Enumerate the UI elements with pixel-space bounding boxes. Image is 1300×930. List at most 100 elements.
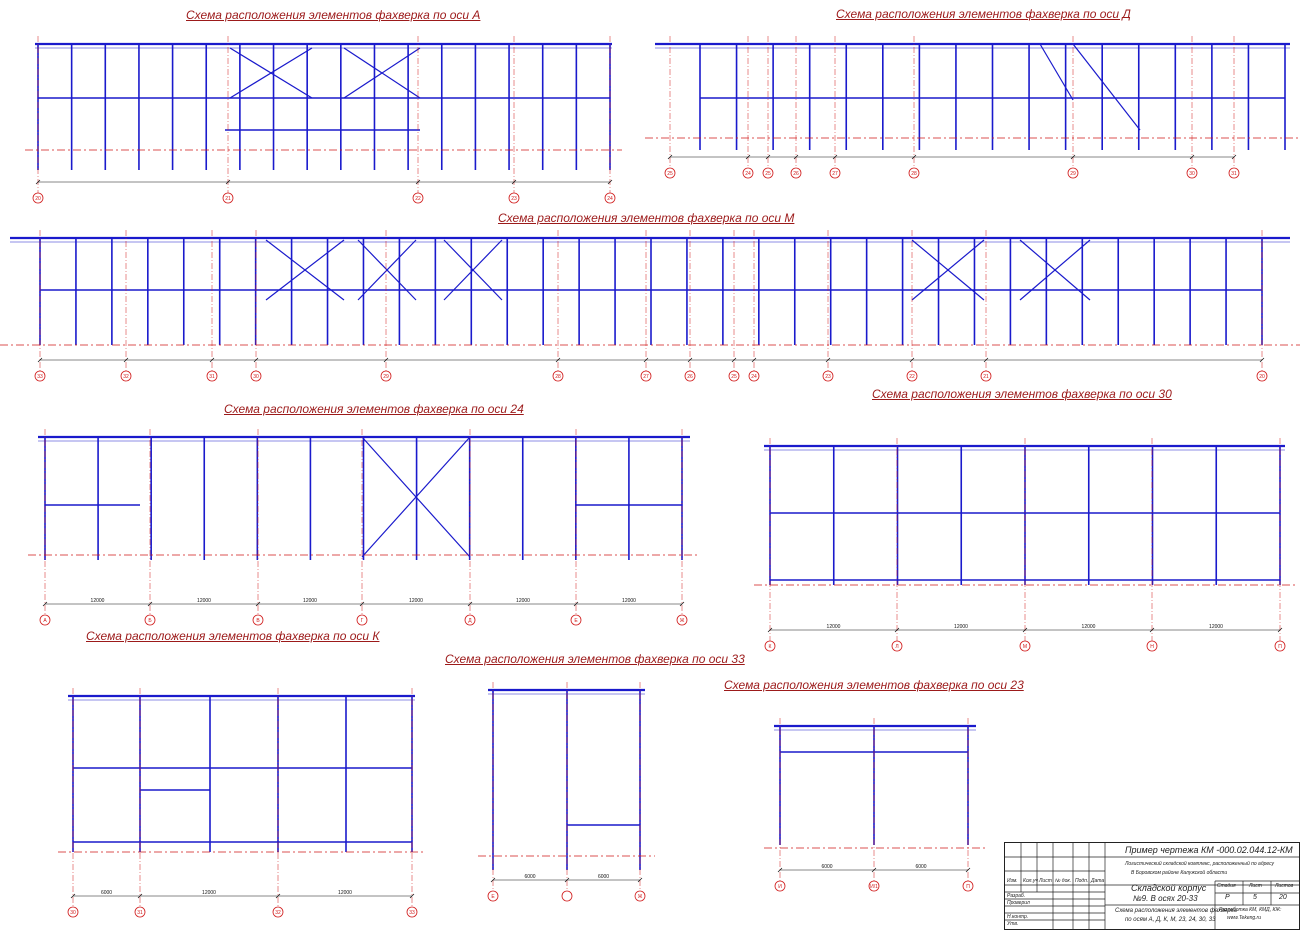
axis-d-axis-6-label: 29	[1070, 171, 1076, 177]
stamp-sheet-title: Схема расположения элементов фахверка	[1115, 908, 1237, 914]
axis-24-axis-5-circle	[570, 614, 582, 626]
axis-24-dim-text-1: 12000	[197, 598, 211, 604]
axis-30-axis-3-label: Н	[1150, 644, 1154, 650]
axis-k-axis-1-circle	[134, 906, 146, 918]
axis-a-axis-2-circle	[412, 192, 424, 204]
axis-30-axis-2-label: М	[1023, 644, 1027, 650]
stamp-sheet: 5	[1253, 894, 1257, 901]
axis-m-dim-tick-0	[37, 357, 43, 363]
axis-30-axis-1-circle	[891, 640, 903, 652]
axis-24-axis-2-label: В	[256, 618, 260, 624]
axis-m-dim-tick-4	[383, 357, 389, 363]
axis-24-axis-3-circle	[356, 614, 368, 626]
axis-33-axis-1-circle	[561, 890, 573, 902]
title-axis-a: Схема расположения элементов фахверка по…	[186, 8, 481, 22]
axis-k-dim-text-0: 6000	[101, 890, 112, 896]
axis-k-axis-3-label: 33	[409, 910, 415, 916]
axis-d-axis-2-circle	[762, 167, 774, 179]
axis-m-dim-tick-13	[1259, 357, 1265, 363]
title-axis-m: Схема расположения элементов фахверка по…	[498, 211, 795, 225]
axis-d-dim-tick-6	[1070, 154, 1076, 160]
axis-d-dim-tick-7	[1189, 154, 1195, 160]
stamp-sheets: 20	[1279, 894, 1287, 901]
axis-33-axis-2-label: Ж	[638, 894, 643, 900]
axis-30-dim-tick-4	[1277, 627, 1283, 633]
axis-m-brace-b-0	[265, 239, 345, 301]
axis-a-dim-tick-0	[35, 179, 41, 185]
axis-m-axis-13-circle	[1256, 370, 1268, 382]
axis-d-dim-tick-3	[793, 154, 799, 160]
axis-33-dim-text-0: 6000	[524, 874, 535, 880]
axis-24-dim-text-4: 12000	[516, 598, 530, 604]
axis-m-dim-tick-1	[123, 357, 129, 363]
axis-m-dim-tick-8	[731, 357, 737, 363]
axis-23-dim-tick-0	[777, 867, 783, 873]
axis-a-brace-b-0	[229, 47, 313, 99]
axis-k-dim-tick-1	[137, 893, 143, 899]
axis-23-axis-2-circle	[962, 880, 974, 892]
title-axis-k: Схема расположения элементов фахверка по…	[86, 629, 380, 643]
axis-33-axis-0-circle	[487, 890, 499, 902]
axis-30-dim-text-2: 12000	[1082, 624, 1096, 630]
axis-23-axis-0-label: И	[778, 884, 782, 890]
stamp-col-5: Подп.	[1075, 878, 1089, 884]
axis-m-axis-12-circle	[980, 370, 992, 382]
axis-m-brace-b-1	[357, 239, 417, 301]
axis-d-axis-8-label: 31	[1231, 171, 1237, 177]
axis-33-axis-0-label: Е	[491, 894, 495, 900]
axis-30-axis-4-label: П	[1278, 644, 1282, 650]
axis-33-dim-tick-2	[637, 877, 643, 883]
axis-23-axis-1-circle	[868, 880, 880, 892]
axis-23-axis-2-label: П	[966, 884, 970, 890]
axis-d-axis-2-label: 25	[765, 171, 771, 177]
axis-24-dim-tick-4	[467, 601, 473, 607]
axis-m-axis-5-circle	[552, 370, 564, 382]
axis-k-axis-2-label: 32	[275, 910, 281, 916]
axis-30-dim-tick-1	[894, 627, 900, 633]
axis-k-axis-1-label: 31	[137, 910, 143, 916]
axis-d-axis-8-circle	[1228, 167, 1240, 179]
axis-24-dim-text-5: 12000	[622, 598, 636, 604]
axis-33-dim-tick-1	[564, 877, 570, 883]
axis-m-axis-4-circle	[380, 370, 392, 382]
axis-d-axis-0-label: 25	[667, 171, 673, 177]
stamp-sheet-label: Лист	[1249, 883, 1262, 889]
axis-d-dim-tick-2	[765, 154, 771, 160]
axis-30-axis-2-circle	[1019, 640, 1031, 652]
stamp-stage-label: Стадия	[1217, 883, 1236, 889]
axis-24-axis-4-circle	[464, 614, 476, 626]
axis-a-axis-2-label: 22	[415, 196, 421, 202]
axis-24-axis-0-circle	[39, 614, 51, 626]
axis-24-dim-tick-6	[679, 601, 685, 607]
axis-a-brace-b-1	[343, 47, 421, 99]
stamp-col-3: Лист	[1039, 878, 1052, 884]
axis-23-dim-tick-2	[965, 867, 971, 873]
axis-m-axis-8-label: 25	[731, 374, 737, 380]
axis-m-axis-1-circle	[120, 370, 132, 382]
axis-m-axis-10-circle	[822, 370, 834, 382]
axis-m-dim-tick-12	[983, 357, 989, 363]
axis-m-axis-13-label: 20	[1259, 374, 1265, 380]
stamp-org-2: www.Tekeng.ru	[1227, 915, 1261, 921]
axis-30-dim-text-1: 12000	[954, 624, 968, 630]
stamp-role-2: Проверил	[1007, 900, 1030, 906]
axis-m-axis-11-label: 22	[909, 374, 915, 380]
axis-30-axis-0-label: К	[769, 644, 772, 650]
axis-a-dim-tick-2	[415, 179, 421, 185]
axis-k-dim-text-1: 12000	[202, 890, 216, 896]
axis-m-axis-9-circle	[748, 370, 760, 382]
axis-24-axis-3-label: Г	[361, 618, 364, 624]
axis-m-axis-2-circle	[206, 370, 218, 382]
title-axis-30: Схема расположения элементов фахверка по…	[872, 387, 1172, 401]
axis-a-axis-0-circle	[32, 192, 44, 204]
axis-m-axis-7-circle	[684, 370, 696, 382]
axis-30-dim-tick-0	[767, 627, 773, 633]
axis-d-axis-3-label: 26	[793, 171, 799, 177]
axis-24-axis-6-label: Ж	[680, 618, 685, 624]
stamp-col-4: № док.	[1055, 878, 1072, 884]
title-axis-24: Схема расположения элементов фахверка по…	[224, 402, 524, 416]
axis-m-dim-tick-3	[253, 357, 259, 363]
axis-24-dim-tick-5	[573, 601, 579, 607]
